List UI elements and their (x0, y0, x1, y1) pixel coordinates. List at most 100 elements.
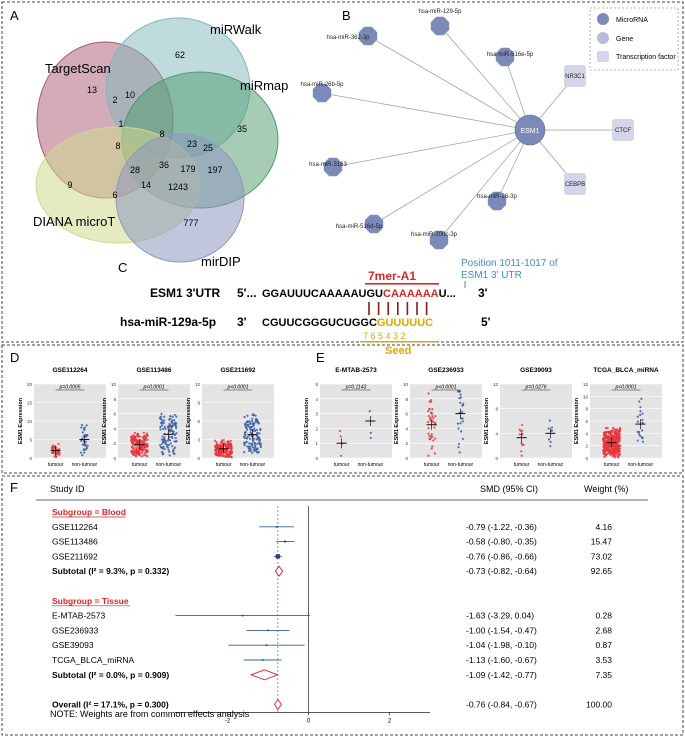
group-label-nontumour: non-tumour (628, 462, 654, 468)
data-point (243, 442, 246, 445)
data-point (252, 429, 255, 432)
data-point (252, 413, 255, 416)
data-point (612, 436, 615, 439)
effect-ci-text: -1.63 (-3.29, 0.04) (466, 611, 534, 621)
data-point (243, 436, 246, 439)
data-point (253, 427, 256, 430)
study-label: GSE113486 (52, 537, 98, 547)
data-point (169, 442, 172, 445)
data-point (641, 418, 644, 422)
data-point (428, 407, 431, 411)
y-tick-label: 4 (585, 431, 588, 436)
data-point (606, 430, 609, 433)
data-point (173, 446, 177, 449)
data-point (168, 435, 171, 438)
mirna-node (323, 157, 343, 177)
y-tick-label: 4 (405, 426, 408, 431)
data-point (604, 449, 608, 452)
data-point (228, 450, 231, 453)
data-point (603, 440, 606, 443)
p-value-label: p<0.0001 (615, 385, 637, 391)
data-point (244, 434, 247, 437)
data-point (142, 431, 145, 434)
data-point (251, 417, 254, 420)
data-point (160, 418, 163, 421)
data-point (217, 450, 220, 454)
data-point (256, 451, 259, 454)
data-point (80, 426, 83, 429)
p-value-label: p<0.0001 (227, 385, 249, 391)
data-point (222, 454, 225, 457)
forest-headers: Study ID SMD (95% CI) Weight (%) (50, 484, 628, 494)
mirna-node (430, 16, 450, 36)
group-label-tumour: tumour (132, 462, 148, 468)
group-label-tumour: tumour (424, 462, 440, 468)
data-point (215, 447, 219, 450)
data-point (247, 449, 251, 452)
plot-background (500, 384, 572, 458)
study-label: GSE211692 (52, 551, 98, 561)
weight-text: 4.16 (595, 522, 612, 532)
data-point (245, 428, 249, 432)
weight-text: 0.87 (595, 640, 612, 650)
data-point (159, 444, 162, 447)
data-point (167, 443, 171, 446)
study-label: GSE112264 (52, 522, 98, 532)
y-tick-label: 0 (585, 456, 588, 461)
data-point (614, 449, 617, 452)
data-point (161, 440, 164, 443)
data-point (434, 422, 437, 425)
effect-ci-text: -0.58 (-0.80, -0.35) (466, 537, 537, 547)
data-point (168, 418, 171, 421)
effect-ci-text: -0.76 (-0.84, -0.67) (466, 699, 537, 709)
mirna-node-label: hsa-miR-3163 (309, 162, 347, 168)
data-point (606, 426, 609, 430)
group-label-nontumour: non-tumour (448, 462, 474, 468)
data-point (602, 443, 605, 446)
network-legend: MicroRNA Gene Transcription factor (589, 7, 679, 71)
data-point (145, 432, 149, 435)
data-point (256, 447, 259, 450)
data-point (430, 447, 433, 450)
data-point (50, 447, 53, 450)
data-point (253, 449, 256, 453)
weight-text: 92.65 (591, 566, 613, 576)
data-point (79, 451, 83, 454)
data-point (611, 430, 614, 433)
data-point (548, 419, 551, 422)
effect-marker (262, 659, 264, 661)
data-point (163, 425, 166, 428)
data-point (459, 401, 462, 404)
y-tick-label: 2 (113, 441, 116, 446)
data-point (368, 410, 371, 413)
data-point (339, 435, 342, 438)
data-point (140, 455, 143, 458)
data-point (249, 425, 253, 428)
data-point (132, 443, 135, 447)
data-point (229, 447, 232, 450)
seed-underline (360, 341, 438, 343)
data-point (144, 442, 147, 446)
data-point (216, 453, 219, 456)
legend-gene-icon (597, 32, 609, 44)
group-label-nontumour: non-tumour (358, 462, 384, 468)
data-point (602, 431, 605, 434)
network-edge (332, 129, 531, 168)
mirna-node-label: hsa-miR-26b-5p (300, 82, 344, 88)
data-point (132, 447, 135, 450)
data-point (459, 422, 462, 425)
base-pair-lines (368, 302, 428, 315)
seed-alignment: ESM1 3'UTR 5'... GGAUUUCAAAAAUGUCAAAAAAU… (120, 258, 558, 357)
plot-title: GSE39093 (520, 367, 552, 374)
venn-count: 35 (237, 124, 247, 134)
effect-marker (275, 526, 278, 528)
venn-count: 62 (175, 50, 185, 60)
data-point (248, 420, 251, 423)
data-point (522, 443, 525, 446)
y-tick-label: 4 (113, 426, 116, 431)
data-point (641, 412, 644, 415)
data-point (81, 453, 84, 457)
data-point (82, 443, 85, 446)
y-tick-label: 6 (197, 419, 200, 424)
data-point (255, 434, 258, 437)
